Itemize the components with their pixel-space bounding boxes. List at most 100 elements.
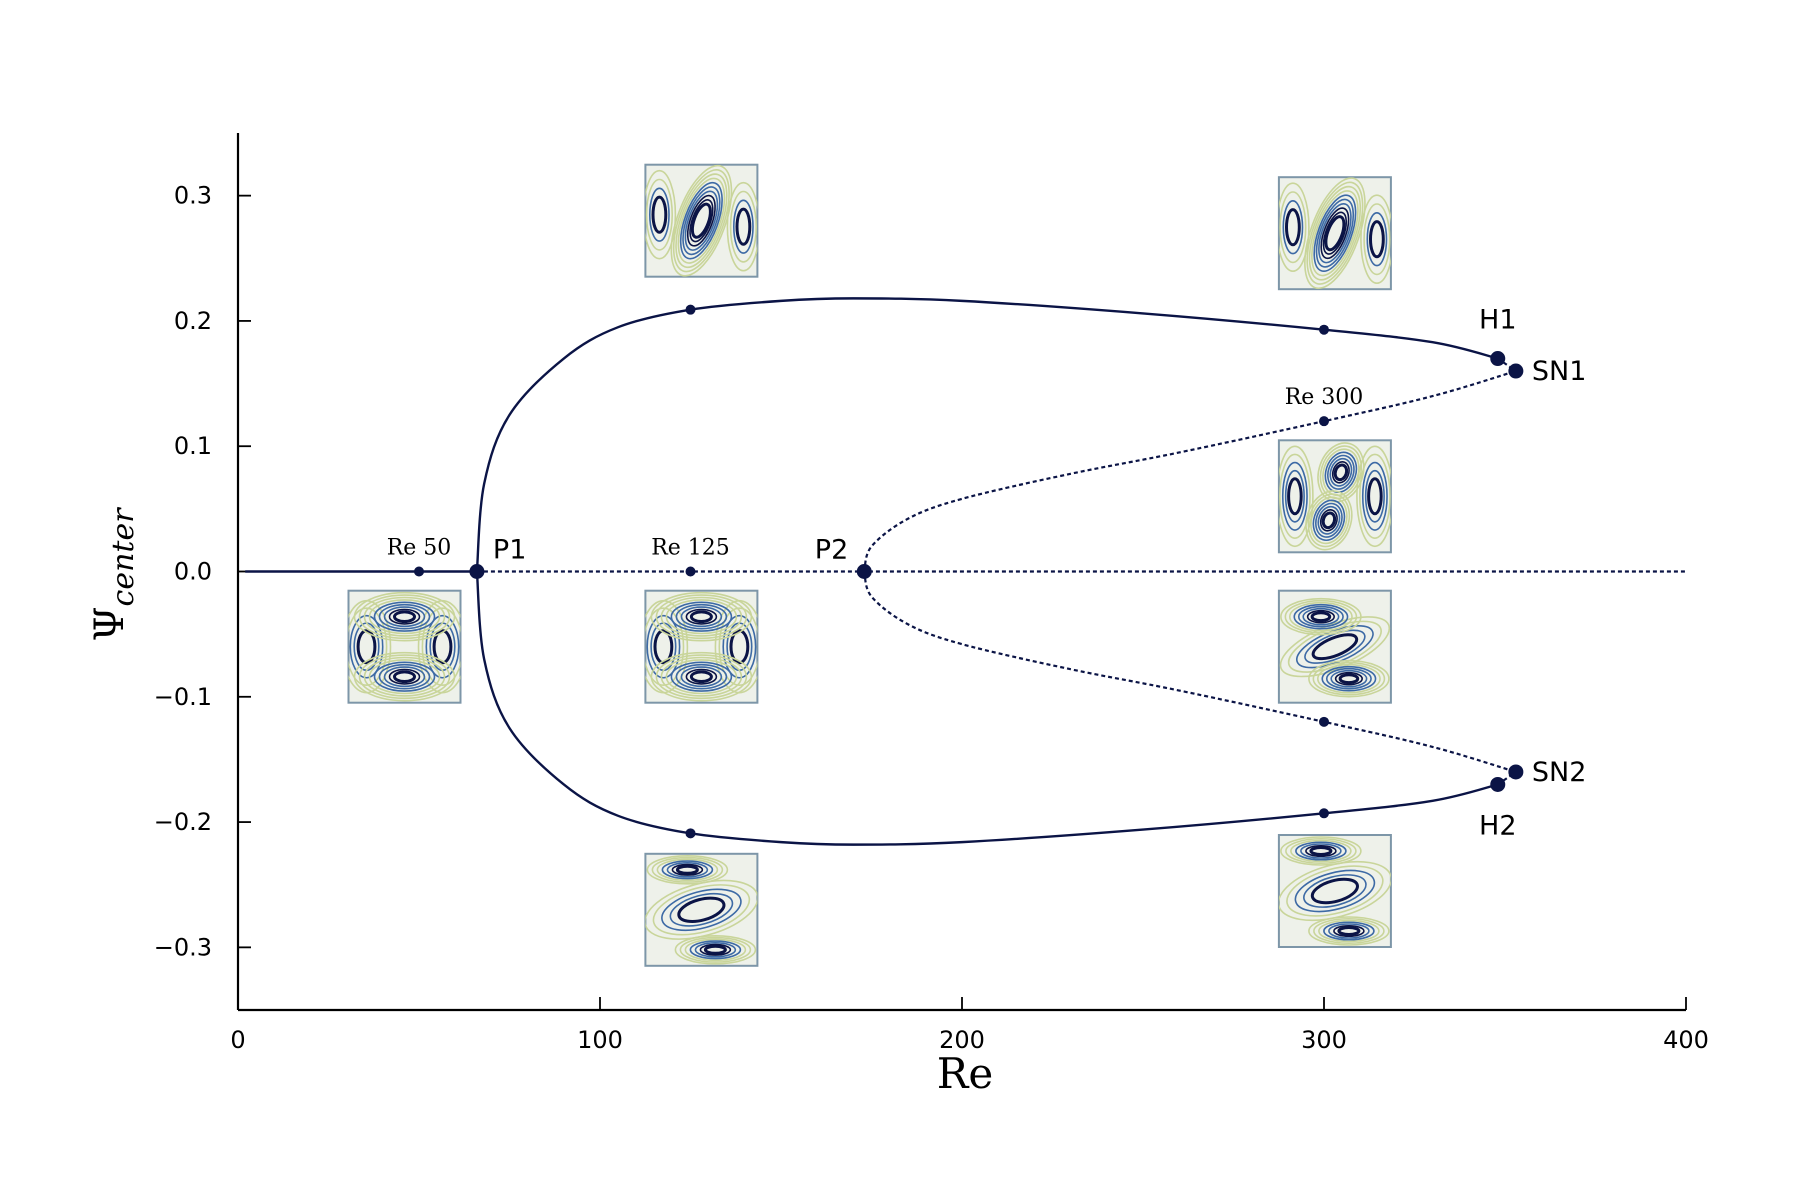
x-tick-label: 300: [1301, 1026, 1347, 1054]
inset-contours: [645, 854, 758, 965]
contour-line: [645, 169, 677, 260]
contour-inset: [347, 589, 462, 704]
contour-line: [718, 607, 758, 687]
contour-line: [1321, 665, 1377, 692]
annotation-re-label: Re 300: [1285, 385, 1364, 410]
contour-line: [1311, 633, 1359, 661]
contour-line: [675, 603, 728, 630]
data-point-marker: [685, 566, 696, 577]
y-tick-label: 0.1: [174, 432, 212, 460]
contour-line: [1367, 477, 1383, 516]
contour-line: [726, 181, 758, 272]
x-tick-label: 0: [230, 1026, 245, 1054]
y-tick-label: 0.3: [174, 182, 212, 210]
data-point-marker: [1319, 416, 1329, 427]
contour-line: [1312, 499, 1346, 542]
contour-line: [661, 888, 742, 932]
y-tick-label: 0.2: [174, 307, 212, 335]
contour-line: [689, 670, 713, 684]
bifurcation-point-h2: [1490, 776, 1506, 792]
contour-line: [1279, 191, 1307, 264]
y-tick-label: −0.3: [154, 933, 212, 961]
annotation-re-label: Re 50: [387, 536, 452, 561]
contour-line: [373, 661, 436, 692]
contour-line: [1318, 203, 1352, 264]
bifurcation-point-sn2: [1508, 764, 1524, 780]
contour-line: [393, 670, 416, 684]
inset-contours: [645, 591, 758, 702]
contour-line: [356, 629, 377, 665]
bifurcation-point-h1: [1490, 351, 1506, 367]
contour-line: [1285, 837, 1357, 865]
contour-line: [677, 896, 726, 924]
inset-frame: [1277, 439, 1392, 554]
contour-line: [1312, 661, 1386, 696]
contour-line: [1359, 453, 1391, 539]
contour-line: [1315, 502, 1343, 538]
contour-line: [1324, 215, 1346, 252]
contour-line: [1290, 839, 1352, 863]
contour-line: [1366, 211, 1388, 267]
contour-line: [358, 594, 451, 640]
contour-line: [666, 861, 709, 878]
contour-line: [348, 607, 388, 687]
bifurcation-point-p1: [469, 564, 485, 579]
contour-inset: [644, 852, 759, 967]
contour-line: [1323, 921, 1375, 941]
contour-line: [1284, 599, 1358, 634]
inset-contours: [1278, 442, 1391, 551]
contour-line: [421, 607, 461, 687]
contour-line: [368, 599, 441, 635]
contour-line: [689, 199, 714, 243]
y-tick-label: 0.0: [174, 558, 212, 586]
contour-line: [1313, 917, 1385, 945]
x-tick-label: 200: [939, 1026, 985, 1054]
contour-line: [653, 629, 674, 665]
x-tick-label: 100: [577, 1026, 623, 1054]
contour-line: [1313, 194, 1357, 272]
markers: [414, 304, 1524, 839]
contour-line: [1300, 843, 1342, 859]
contour-line: [685, 668, 718, 685]
contour-line: [670, 601, 733, 632]
contour-line: [363, 596, 446, 637]
contour-line: [1304, 177, 1366, 290]
contour-line: [1331, 461, 1350, 484]
contour-line: [1305, 844, 1337, 858]
contour-line: [735, 207, 752, 246]
contour-inset: [1277, 176, 1392, 291]
contour-line: [425, 614, 460, 679]
contour-line: [1330, 669, 1368, 688]
data-point-marker: [685, 304, 696, 315]
contour-line: [684, 938, 747, 962]
contour-line: [1322, 211, 1348, 255]
contour-insets: [347, 163, 1392, 967]
contour-line: [1302, 607, 1340, 626]
contour-inset: [1277, 589, 1392, 704]
contour-line: [1297, 605, 1344, 628]
contour-line: [1284, 469, 1305, 523]
contour-line: [1282, 199, 1304, 255]
contour-line: [1281, 461, 1308, 531]
inset-contours: [1278, 836, 1391, 946]
contour-line: [655, 594, 748, 640]
data-point-marker: [414, 566, 424, 577]
contour-line: [378, 663, 431, 690]
x-axis-label: Re: [937, 1049, 993, 1098]
contour-inset: [644, 163, 759, 278]
contour-line: [1315, 198, 1355, 268]
contour-line: [1285, 208, 1301, 247]
contour-line: [1293, 603, 1349, 630]
contour-line: [383, 606, 426, 628]
contour-line: [388, 608, 421, 625]
contour-line: [1305, 490, 1353, 551]
contour-line: [694, 941, 737, 958]
contour-line: [680, 666, 723, 688]
contour-line: [1309, 846, 1333, 856]
branches: [245, 297, 1686, 846]
contour-line: [679, 936, 752, 963]
contour-line: [1318, 919, 1380, 943]
contour-line: [1328, 923, 1370, 939]
contour-line: [656, 858, 719, 882]
